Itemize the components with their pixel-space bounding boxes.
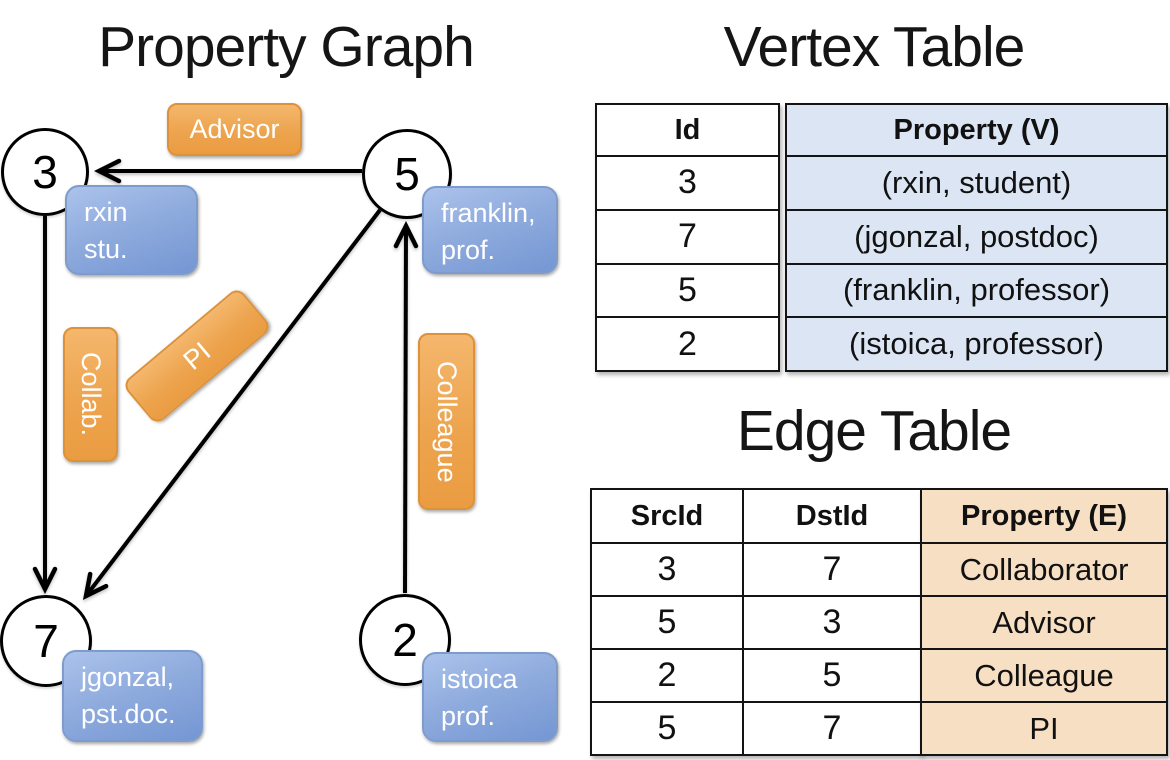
edge-table-dst-cell: 7 (742, 542, 920, 595)
vertex-property-line: prof. (441, 235, 496, 265)
vertex-property-line: franklin, (441, 198, 536, 228)
node-id-label: 7 (33, 615, 59, 667)
node-id-label: 5 (394, 148, 420, 200)
vertex-table-header-id: Id (674, 113, 701, 146)
edge-label-collab: Collab. (63, 327, 118, 462)
vertex-table-id-cell: 2 (597, 316, 778, 370)
edge-table-property-cell: PI (922, 701, 1166, 754)
node-id-label: 2 (392, 614, 418, 666)
edge-table-src-cell: 5 (592, 701, 742, 754)
property-graph-title: Property Graph (98, 15, 475, 79)
graph-node-2: 2 (359, 594, 451, 686)
vertex-property-line: istoica (441, 664, 518, 694)
edge-table-property-cell: Collaborator (922, 542, 1166, 595)
vertex-table-property-cell: (istoica, professor) (787, 316, 1166, 370)
vertex-table-property-cell: (jgonzal, postdoc) (787, 208, 1166, 263)
vertex-property-line: prof. (441, 701, 496, 731)
edge-table-property-cell: Advisor (922, 595, 1166, 648)
edge-table-property-column: Property (E) Collaborator Advisor Collea… (920, 488, 1168, 756)
graph-edges-layer (0, 0, 580, 760)
edge-line-5-to-7 (86, 208, 382, 596)
vertex-property-line: stu. (84, 234, 128, 264)
vertex-table-property-cell: (rxin, student) (787, 155, 1166, 209)
graph-node-5: 5 (362, 129, 452, 219)
edge-table-src-cell: 3 (592, 542, 742, 595)
edge-label-advisor: Advisor (167, 103, 302, 156)
edge-table-title: Edge Table (736, 399, 1012, 463)
vertex-table-id-cell: 3 (597, 155, 778, 209)
vertex-table-id-column: Id 3 7 5 2 (595, 103, 780, 372)
vertex-table-property-column: Property (V) (rxin, student) (jgonzal, p… (785, 103, 1168, 372)
vertex-table-id-cell: 5 (597, 262, 778, 317)
edge-table-header-dstid: DstId (742, 490, 920, 542)
vertex-table-id-cell: 7 (597, 208, 778, 263)
edge-table-src-cell: 2 (592, 648, 742, 701)
edge-line-2-to-5 (405, 226, 406, 594)
edge-table-dst-cell: 5 (742, 648, 920, 701)
edge-label-colleague: Colleague (418, 333, 475, 510)
vertex-table-property-cell: (franklin, professor) (787, 262, 1166, 317)
vertex-property-box-7: jgonzal, pst.doc. (62, 650, 203, 742)
edge-table-src-cell: 5 (592, 595, 742, 648)
edge-label-text: Colleague (432, 360, 462, 483)
vertex-table-title: Vertex Table (723, 15, 1026, 79)
node-id-label: 3 (32, 146, 58, 198)
vertex-property-box-3: rxin stu. (65, 185, 198, 275)
vertex-property-box-5: franklin, prof. (422, 186, 558, 274)
edge-table-dst-cell: 7 (742, 701, 920, 754)
edge-table-id-columns: SrcId DstId 3 7 5 3 2 5 5 7 (590, 488, 922, 756)
edge-table-header-srcid: SrcId (630, 499, 704, 532)
vertex-table-header-property: Property (V) (787, 105, 1166, 155)
vertex-property-box-2: istoica prof. (422, 652, 558, 742)
edge-table-dst-cell: 3 (742, 595, 920, 648)
vertex-property-line: pst.doc. (81, 699, 176, 729)
edge-table-property-cell: Colleague (922, 648, 1166, 701)
vertex-property-line: jgonzal, (81, 662, 175, 692)
edge-label-text: Collab. (76, 352, 106, 437)
edge-table-header-property: Property (E) (922, 490, 1166, 542)
vertex-property-line: rxin (84, 197, 128, 227)
